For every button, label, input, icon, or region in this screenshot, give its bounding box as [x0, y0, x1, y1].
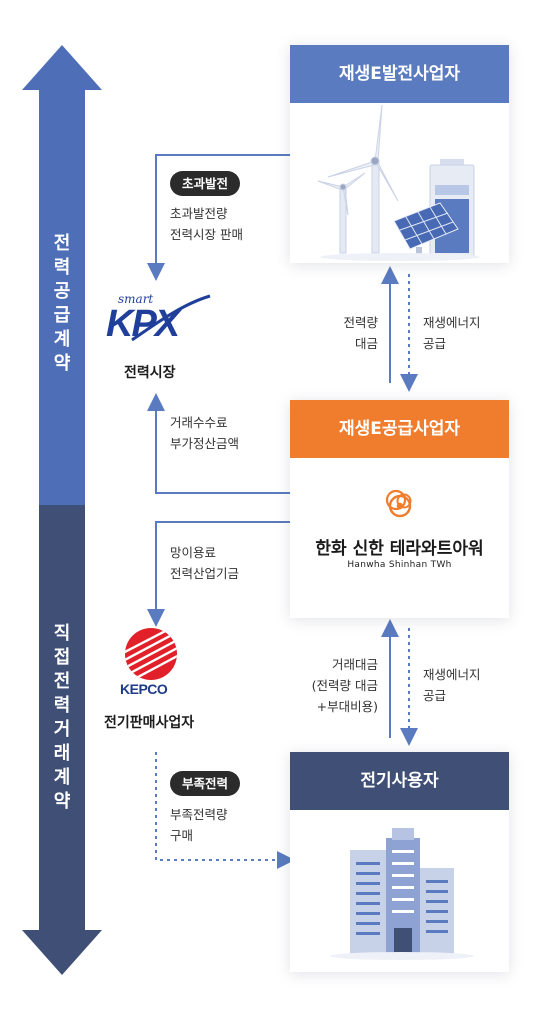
- gen-supply-note: 재생에너지 공급: [423, 315, 481, 351]
- contract-double-arrow: [22, 45, 102, 975]
- supplier-title: 재생E공급사업자: [290, 400, 509, 458]
- kpx-label: 전력시장: [124, 365, 176, 381]
- kpx-logo: KPX: [106, 303, 180, 345]
- user-payment-note: 거래대금 (전력량 대금 +부대비용): [311, 657, 378, 714]
- supplier-company-name-en: Hanwha Shinhan TWh: [347, 560, 452, 570]
- kpx-swoosh-icon: [131, 294, 211, 342]
- surplus-note: 초과발전량 전력시장 판매: [170, 206, 243, 242]
- generator-card: 재생E발전사업자: [290, 45, 509, 263]
- supplier-company-name: 한화 신한 테라와트아워: [315, 539, 484, 559]
- fee-note: 거래수수료 부가정산금액: [170, 415, 240, 451]
- kepco-logo: KEPCO: [120, 681, 168, 697]
- wind-solar-battery-icon: [317, 104, 480, 261]
- consumer-card: 전기사용자: [290, 752, 509, 972]
- office-building-icon: [330, 828, 474, 960]
- surplus-badge: 초과발전: [170, 171, 241, 196]
- gen-payment-note: 전력량 대금: [343, 315, 378, 351]
- network-flow-line: [147, 521, 290, 627]
- hanwha-logo-icon: [385, 489, 412, 518]
- surplus-flow-line: [147, 154, 290, 281]
- generator-title: 재생E발전사업자: [290, 45, 509, 103]
- network-note: 망이용료 전력산업기금: [170, 545, 240, 581]
- shortage-note: 부족전력량 구매: [170, 807, 228, 843]
- consumer-title: 전기사용자: [290, 752, 509, 810]
- kepco-label: 전기판매사업자: [104, 715, 195, 731]
- user-supply-note: 재생에너지 공급: [423, 667, 481, 703]
- kepco-logo-icon: [125, 628, 177, 680]
- kpx-logo-smart: smart: [118, 292, 154, 306]
- shortage-flow-line: [155, 752, 295, 869]
- fee-flow-line: [147, 393, 290, 494]
- shortage-badge: 부족전력: [170, 771, 241, 796]
